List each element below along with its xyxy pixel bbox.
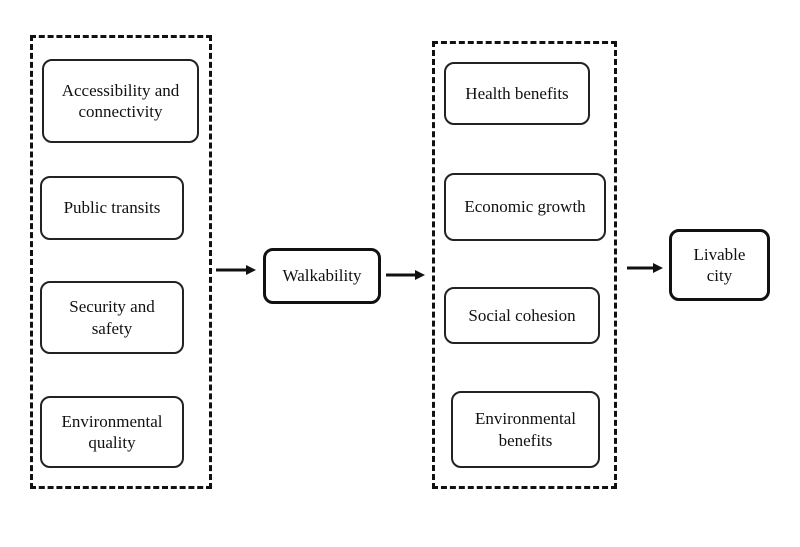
factor-label: Public transits bbox=[63, 198, 161, 218]
livable-city-node: Livable city bbox=[669, 229, 770, 301]
factor-public-transits: Public transits bbox=[40, 176, 184, 240]
outcome-label: Health benefits bbox=[465, 83, 569, 103]
outcome-health-benefits: Health benefits bbox=[444, 62, 590, 125]
factor-label: Security and safety bbox=[69, 297, 155, 338]
outcome-label: Environmental benefits bbox=[474, 409, 577, 450]
walkability-label: Walkability bbox=[282, 266, 362, 286]
outcome-economic-growth: Economic growth bbox=[444, 173, 606, 241]
outcome-environmental-benefits: Environmental benefits bbox=[451, 391, 600, 468]
factor-environmental-quality: Environmental quality bbox=[40, 396, 184, 468]
factor-label: Environmental quality bbox=[61, 411, 163, 452]
outcomes-group bbox=[432, 41, 617, 489]
factor-security-safety: Security and safety bbox=[40, 281, 184, 354]
livable-city-label: Livable city bbox=[693, 244, 746, 285]
walkability-node: Walkability bbox=[263, 248, 381, 304]
outcome-label: Economic growth bbox=[464, 197, 586, 217]
factor-label: Accessibility and connectivity bbox=[61, 80, 180, 121]
factors-group bbox=[30, 35, 212, 489]
factor-accessibility-connectivity: Accessibility and connectivity bbox=[42, 59, 199, 143]
outcome-social-cohesion: Social cohesion bbox=[444, 287, 600, 344]
outcome-label: Social cohesion bbox=[468, 305, 576, 325]
